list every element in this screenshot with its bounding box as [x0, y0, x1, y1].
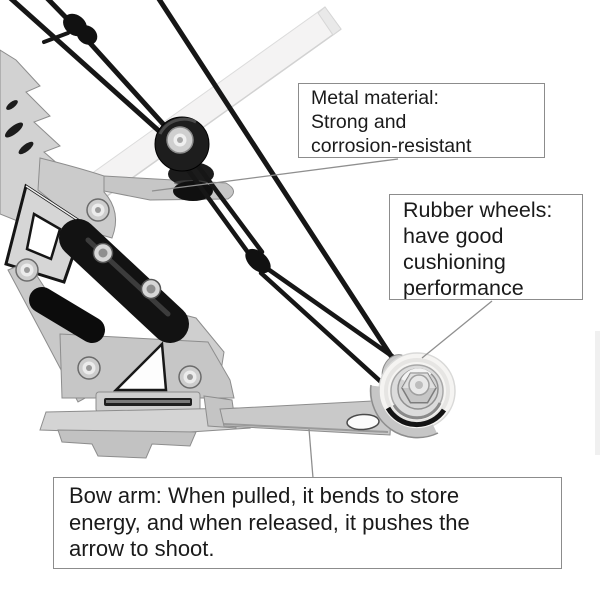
callout-line: have good: [403, 224, 504, 248]
riser-cutout: [4, 122, 24, 138]
leader-line-bow-arm: [308, 428, 314, 479]
string-tail: [42, 31, 70, 44]
leader-line-wheels: [421, 300, 493, 359]
string-knots: [63, 13, 271, 274]
bow-arm-slot: [346, 413, 380, 431]
bow-arm-tip: [369, 385, 438, 439]
rubber-wheel: [369, 352, 456, 439]
bow-arm: [203, 395, 393, 436]
string-knot: [245, 248, 271, 274]
edge-artifact: [595, 331, 600, 455]
grip-screw: [140, 278, 162, 300]
bow-string: [189, 155, 265, 255]
bow-cable: [156, 0, 413, 388]
nocking-knot: [76, 25, 98, 45]
callout-line: Bow arm: When pulled, it bends to store: [69, 483, 460, 508]
callout-line: arrow to shoot.: [69, 536, 215, 561]
riser-slot-inner: [106, 400, 190, 403]
bow-string: [262, 264, 402, 364]
riser-foot-lip: [57, 429, 197, 459]
bow-strings: [8, 0, 413, 394]
callout-bow-arm: Bow arm: When pulled, it bends to store …: [53, 477, 562, 569]
callout-line: corrosion-resistant: [311, 135, 472, 157]
cable-roller: [154, 116, 210, 172]
riser-cutout: [6, 100, 18, 110]
callout-line: performance: [403, 276, 524, 300]
bow-string: [8, 0, 181, 151]
callout-line: energy, and when released, it pushes the: [69, 509, 470, 535]
callout-line: cushioning: [403, 250, 506, 274]
string-wrap: [385, 406, 447, 428]
grip-screw: [92, 242, 114, 264]
callout-line: Metal material:: [311, 87, 439, 109]
leader-lines: [151, 158, 493, 479]
bow-string: [258, 270, 394, 394]
callout-line: Strong and: [311, 111, 407, 133]
callout-metal-material: Metal material: Strong and corrosion-res…: [298, 83, 545, 158]
callout-rubber-wheels: Rubber wheels: have good cushioning perf…: [389, 194, 583, 300]
callout-line: Rubber wheels:: [403, 198, 553, 222]
bow-string: [175, 153, 255, 261]
riser-frame-highlight: [25, 185, 85, 225]
bow-grip: [29, 219, 189, 343]
riser-cutout: [18, 141, 34, 155]
riser-triangle-cutout: [112, 341, 168, 392]
riser-frame-hole: [25, 212, 62, 261]
leader-line-metal: [151, 158, 399, 192]
riser-screws: [15, 198, 202, 389]
